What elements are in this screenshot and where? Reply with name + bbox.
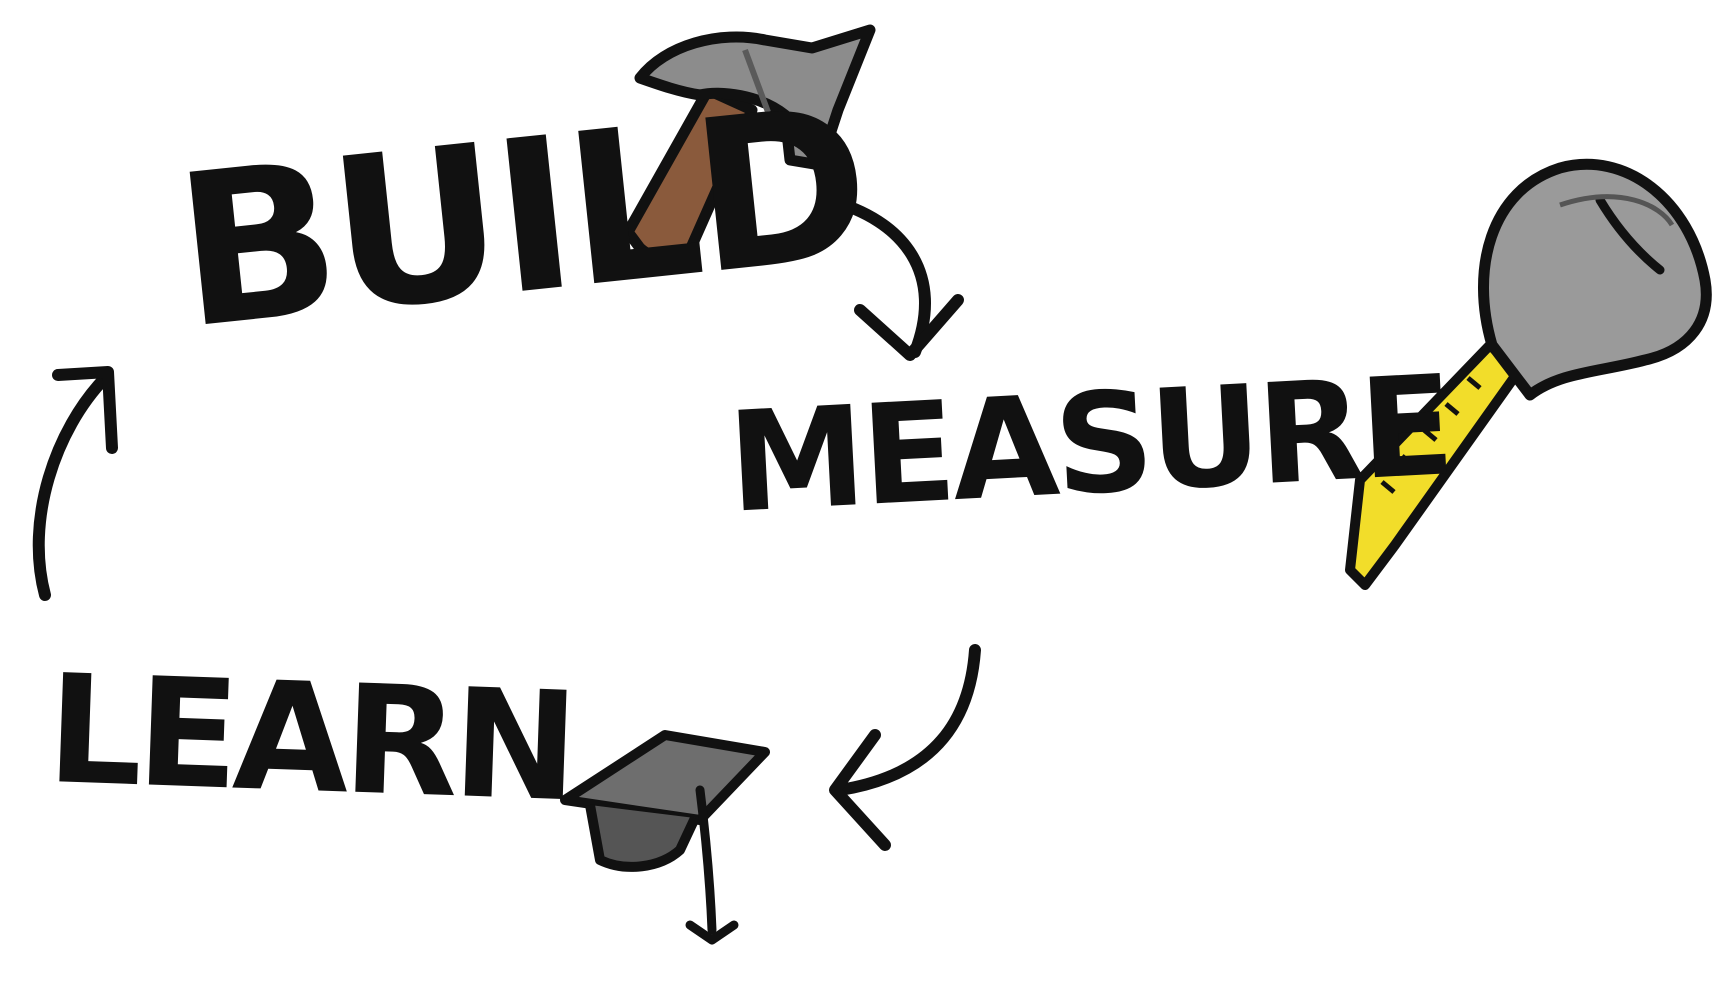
graduation-cap-icon (560, 730, 770, 945)
stage-learn-label: LEARN (44, 643, 576, 836)
stage-measure-label: MEASURE (724, 345, 1455, 544)
tape-measure-icon (1345, 158, 1712, 590)
hammer-icon (622, 24, 876, 265)
arrow-learn-to-build (32, 366, 118, 601)
arrow-measure-to-learn (829, 644, 981, 851)
arrow-build-to-measure (822, 194, 964, 361)
